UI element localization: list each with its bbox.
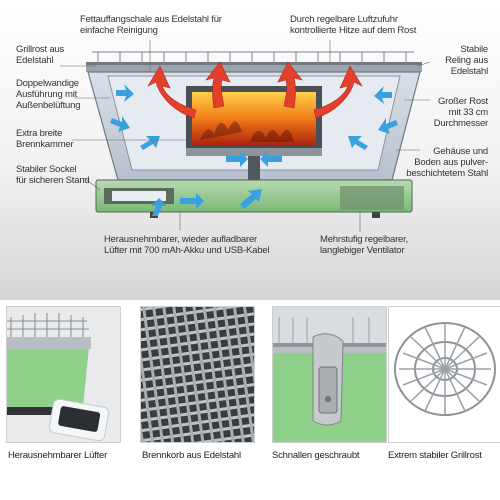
caption-grillrost: Extrem stabiler Grillrost — [388, 450, 482, 461]
caption-luefter: Herausnehmbarer Lüfter — [8, 450, 108, 461]
label-luefter: Herausnehmbarer, wieder aufladbarer Lüft… — [104, 234, 270, 256]
label-gehaeuse: Gehäuse und Boden aus pulver- beschichte… — [406, 146, 488, 179]
label-reling: Stabile Reling aus Edelstahl — [445, 44, 488, 77]
label-sockel: Stabiler Sockel für sicheren Stand — [16, 164, 90, 186]
grill-cross-section — [60, 40, 431, 232]
photo-brennkorb — [140, 306, 255, 443]
label-ventilator: Mehrstufig regelbarer, langlebiger Venti… — [320, 234, 409, 256]
label-brennkammer: Extra breite Brennkammer — [16, 128, 74, 150]
air-arrows — [110, 84, 398, 216]
photo-luefter — [6, 306, 121, 443]
burn-chamber-fire — [192, 92, 316, 146]
label-grillrost: Grillrost aus Edelstahl — [16, 44, 65, 66]
label-doppelwandig: Doppelwandige Ausführung mit Außenbelüft… — [16, 78, 81, 111]
photo-grillrost — [388, 306, 500, 443]
label-luftzufuhr: Durch regelbare Luftzufuhr kontrollierte… — [290, 14, 417, 36]
heat-arrows — [147, 61, 363, 119]
label-rost: Großer Rost mit 33 cm Durchmesser — [433, 96, 488, 129]
air-shaft — [248, 156, 260, 186]
grill-rim — [86, 51, 422, 72]
caption-brennkorb: Brennkorb aus Edelstahl — [142, 450, 241, 461]
caption-schnallen: Schnallen geschraubt — [272, 450, 360, 461]
label-fettauffangschale: Fettauffangschale aus Edelstahl für einf… — [80, 14, 222, 36]
photo-schnallen — [272, 306, 387, 443]
